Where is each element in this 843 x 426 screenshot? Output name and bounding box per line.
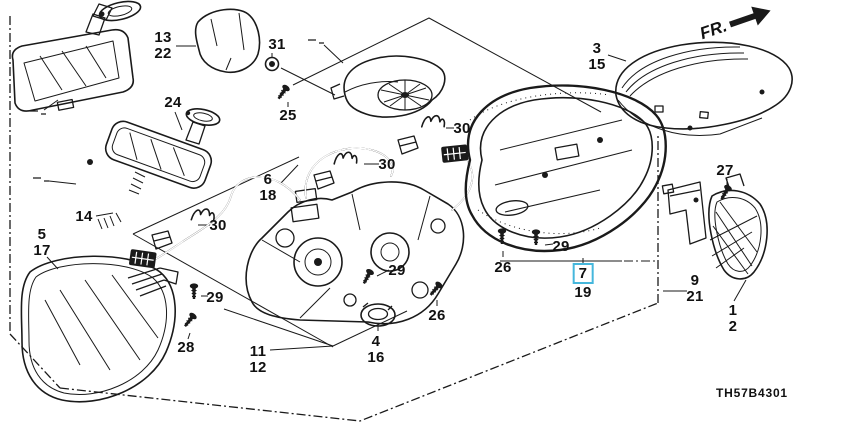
part-number[interactable]: 15 xyxy=(588,56,606,73)
part-number[interactable]: 30 xyxy=(453,120,471,137)
part-number[interactable]: 29 xyxy=(388,262,406,279)
part-number[interactable]: 12 xyxy=(249,359,267,376)
callout-26-right[interactable]: 26 xyxy=(494,260,511,276)
grommet-31-drawing xyxy=(264,56,280,72)
part-number[interactable]: 30 xyxy=(378,156,396,173)
part-number[interactable]: 24 xyxy=(164,94,182,111)
corrugated-tube-drawing xyxy=(94,171,149,232)
callout-25[interactable]: 25 xyxy=(279,108,296,124)
callout-27[interactable]: 27 xyxy=(716,163,733,179)
signal-lamp-drawing xyxy=(661,173,768,280)
base-cover-drawing xyxy=(330,55,446,118)
mirror-housing-drawing xyxy=(464,84,667,253)
part-number[interactable]: 9 xyxy=(690,272,700,289)
part-number[interactable]: 26 xyxy=(494,259,512,276)
callout-30-mid[interactable]: 30 xyxy=(378,157,395,173)
part-number[interactable]: 30 xyxy=(209,217,227,234)
part-number[interactable]: 2 xyxy=(728,318,738,335)
part-number[interactable]: 22 xyxy=(154,45,172,62)
part-number[interactable]: 19 xyxy=(574,284,592,301)
part-number[interactable]: 6 xyxy=(263,171,273,188)
part-number[interactable]: 21 xyxy=(686,288,704,305)
callout-29-left[interactable]: 29 xyxy=(206,290,223,306)
part-number[interactable]: 28 xyxy=(177,339,195,356)
callout-29-right[interactable]: 29 xyxy=(552,239,569,255)
interior-mirror-drawing xyxy=(11,0,142,112)
part-number[interactable]: 11 xyxy=(249,343,267,360)
part-number[interactable]: 1 xyxy=(728,302,738,319)
callout-28[interactable]: 28 xyxy=(177,340,194,356)
part-number[interactable]: 3 xyxy=(592,40,602,57)
part-number[interactable]: 18 xyxy=(259,187,277,204)
callout-14[interactable]: 14 xyxy=(75,209,92,225)
diagram-code: TH57B4301 xyxy=(716,386,788,400)
part-number[interactable]: 7 xyxy=(572,263,594,284)
part-number[interactable]: 13 xyxy=(154,29,172,46)
fr-arrow-icon xyxy=(729,6,771,28)
callout-30-top[interactable]: 30 xyxy=(453,121,470,137)
interior-mirror-24-drawing xyxy=(104,108,221,189)
part-number[interactable]: 29 xyxy=(552,238,570,255)
part-number[interactable]: 26 xyxy=(428,307,446,324)
stalk-cover-drawing xyxy=(194,8,261,74)
tick-mark xyxy=(33,177,49,182)
part-number[interactable]: 14 xyxy=(75,208,93,225)
fr-direction-indicator: FR. xyxy=(696,0,795,47)
mirror-cap-drawing xyxy=(615,41,793,136)
harness-tube-drawing xyxy=(18,159,97,217)
callout-29-mid[interactable]: 29 xyxy=(388,263,405,279)
part-number[interactable]: 25 xyxy=(279,107,297,124)
part-number[interactable]: 5 xyxy=(37,226,47,243)
callout-24[interactable]: 24 xyxy=(164,95,181,111)
partition-lines xyxy=(9,16,659,422)
part-number[interactable]: 27 xyxy=(716,162,734,179)
fr-label: FR. xyxy=(697,16,730,44)
part-number[interactable]: 31 xyxy=(268,36,286,53)
callout-30-left[interactable]: 30 xyxy=(209,218,226,234)
callout-31[interactable]: 31 xyxy=(268,37,285,53)
tick-mark xyxy=(308,39,324,44)
seal-ring-drawing xyxy=(360,302,396,327)
part-number[interactable]: 16 xyxy=(367,349,385,366)
part-number[interactable]: 29 xyxy=(206,289,224,306)
callout-26-mid[interactable]: 26 xyxy=(428,308,445,324)
actuator-assembly-drawing xyxy=(127,147,474,325)
part-number[interactable]: 17 xyxy=(33,242,51,259)
part-number[interactable]: 4 xyxy=(371,333,381,350)
